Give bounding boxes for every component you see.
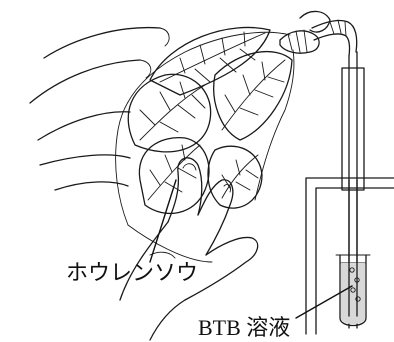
- spinach-label: ホウレンソウ: [66, 260, 198, 285]
- test-tube: [336, 180, 370, 326]
- flexible-hose: [312, 20, 357, 56]
- spinach-leader: [150, 180, 176, 262]
- btb-solution-label: BTB 溶液: [198, 315, 290, 340]
- bag-tie: [280, 11, 330, 53]
- left-hand: [30, 28, 169, 190]
- spinach-leaves: [128, 27, 292, 213]
